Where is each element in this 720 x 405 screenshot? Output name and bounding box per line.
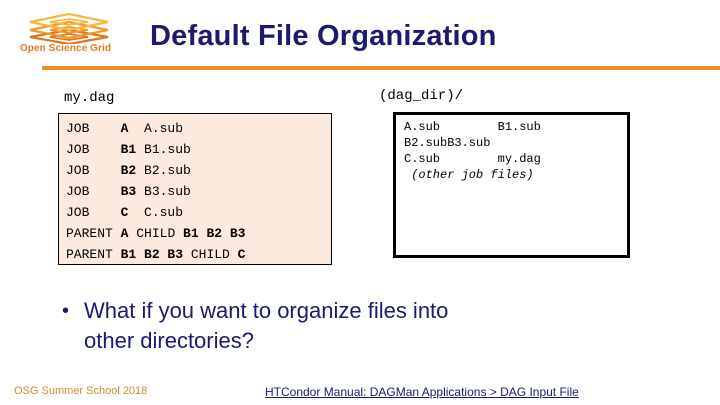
dag-file-or-keyword: B3.sub [144,184,191,199]
dag-node-name: C [120,205,129,220]
dag-node-name: B2 [120,163,137,178]
dag-dir-label: (dag_dir)/ [379,88,464,104]
dag-separator [183,247,191,262]
dag-file-or-keyword: B2.sub [144,163,191,178]
dag-code-line: JOB A A.sub [66,118,331,139]
dag-keyword: JOB [66,163,121,178]
dag-file-or-keyword: CHILD [190,247,238,262]
dag-keyword: PARENT [66,226,121,241]
dag-file-or-keyword: C.sub [144,205,184,220]
dag-child-nodes: B1 B2 B3 [183,226,246,241]
footer-reference-link[interactable]: HTCondor Manual: DAGMan Applications > D… [265,385,579,399]
dag-code-line: PARENT A CHILD B1 B2 B3 [66,223,331,244]
dir-listing-line: B2.subB3.sub [404,136,491,150]
dir-listing-note: (other job files) [404,168,534,182]
dag-node-name: A [120,226,129,241]
dag-separator [136,142,144,157]
dag-separator [128,121,144,136]
dag-code-line: JOB B1 B1.sub [66,139,331,160]
dag-keyword: JOB [66,121,121,136]
dag-code-line: JOB B2 B2.sub [66,160,331,181]
dag-keyword: JOB [66,184,121,199]
dag-keyword: JOB [66,142,121,157]
dag-separator [128,205,144,220]
dag-node-name: B1 [120,142,137,157]
bullet-text: What if you want to organize files into … [84,298,449,353]
dag-file-or-keyword: B1.sub [144,142,191,157]
dag-code-line: PARENT B1 B2 B3 CHILD C [66,244,331,265]
dag-code-line: JOB C C.sub [66,202,331,223]
dag-file-or-keyword: A.sub [144,121,184,136]
dag-child-nodes: C [237,247,246,262]
dag-node-name: B1 B2 B3 [120,247,184,262]
body-bullet-list: • What if you want to organize files int… [62,296,582,356]
dag-keyword: JOB [66,205,121,220]
dir-listing-line: A.sub B1.sub [404,120,541,134]
slide-header: Open Science Grid Default File Organizat… [0,0,720,72]
dag-node-name: B3 [120,184,137,199]
dag-file-label: my.dag [64,90,115,106]
osg-wordmark: Open Science Grid [19,43,112,54]
dag-file-or-keyword: CHILD [136,226,184,241]
dag-keyword: PARENT [66,247,121,262]
footer-course-label: OSG Summer School 2018 [14,385,148,397]
osg-stacked-diamonds-logo-icon [29,12,109,44]
dag-code-line: JOB B3 B3.sub [66,181,331,202]
page-title: Default File Organization [150,20,497,52]
dir-listing-line: C.sub my.dag [404,152,541,166]
dag-node-name: A [120,121,129,136]
dag-separator [136,184,144,199]
header-divider [42,66,720,70]
bullet-marker-icon: • [62,300,70,322]
dag-separator [136,163,144,178]
list-item: • What if you want to organize files int… [62,296,582,356]
osg-logo: Open Science Grid [8,10,123,65]
